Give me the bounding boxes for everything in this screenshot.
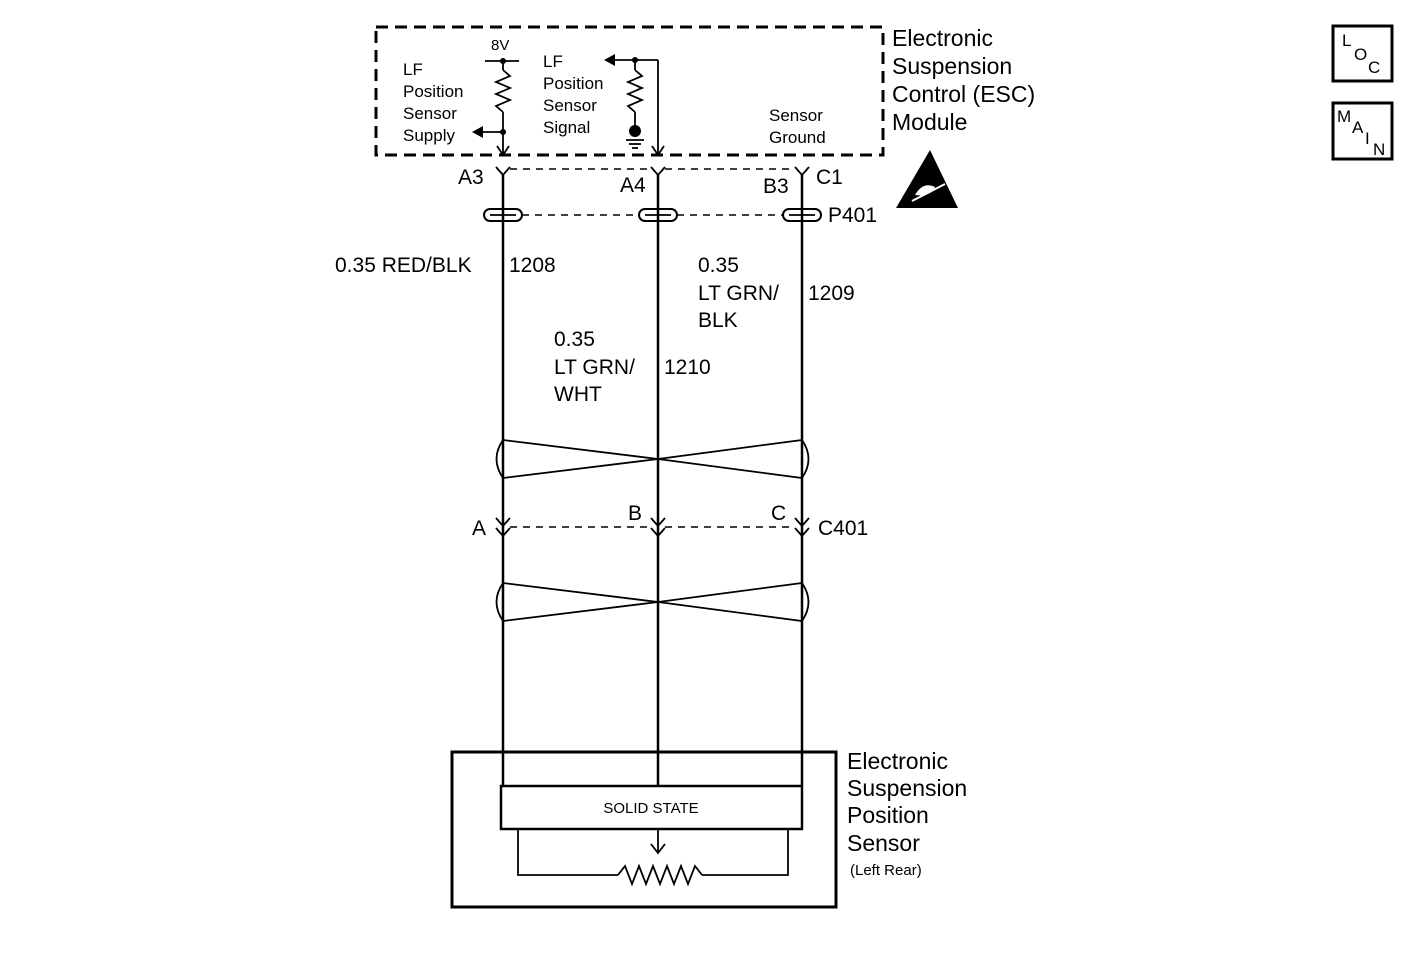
supply-label-line-1: LF	[403, 60, 423, 79]
solid-state-label: SOLID STATE	[603, 800, 698, 817]
sensor-potentiometer	[517, 829, 789, 887]
ground-label-line-2: Ground	[769, 128, 826, 147]
main-letter-2: A	[1352, 118, 1364, 137]
solid-state-block	[499, 784, 804, 831]
wire-1209-line-2: LT GRN/	[698, 282, 779, 305]
esc-module-box	[374, 25, 885, 157]
voltage-label: 8V	[491, 37, 509, 54]
main-letter-4: N	[1373, 140, 1385, 159]
supply-arrow-icon	[472, 126, 483, 138]
sensor-subtitle: (Left Rear)	[850, 862, 922, 879]
esc-title-line-3: Control (ESC)	[892, 81, 1035, 107]
signal-label-line-4: Signal	[543, 118, 590, 137]
sensor-title-line-1: Electronic	[847, 748, 948, 774]
sensor-title-line-2: Suspension	[847, 775, 967, 801]
c401-pin-c-label: C	[771, 502, 786, 525]
potentiometer-resistor-symbol	[617, 863, 703, 887]
supply-label-line-3: Sensor	[403, 104, 457, 123]
esc-module-title: Electronic Suspension Control (ESC) Modu…	[892, 25, 1035, 135]
sensor-title-line-4: Sensor	[847, 830, 920, 856]
wire-1208-circuit: 1208	[509, 254, 556, 277]
pin-b3-label: B3	[763, 175, 789, 198]
esc-title-line-1: Electronic	[892, 25, 993, 51]
pin-a3-label: A3	[458, 166, 484, 189]
signal-arrow-icon	[604, 54, 615, 66]
wiper-arrow-icon	[650, 843, 666, 855]
pin-a4-label: A4	[620, 174, 646, 197]
twisted-pair-lower	[495, 582, 810, 622]
sensor-title-line-3: Position	[847, 802, 929, 828]
position-sensor-box	[450, 750, 838, 909]
loc-button[interactable]: L O C	[1331, 24, 1394, 83]
main-button[interactable]: M A I N	[1331, 101, 1394, 161]
wire-1209-circuit: 1209	[808, 282, 855, 305]
twisted-pair-upper	[495, 439, 810, 479]
loc-letter-1: L	[1342, 31, 1351, 50]
esd-caution-icon	[896, 150, 958, 208]
supply-label: LF Position Sensor Supply	[403, 60, 463, 145]
ground-dot-icon	[629, 125, 641, 137]
signal-circuit	[604, 54, 665, 157]
connector-p401-label: P401	[828, 204, 877, 227]
wire-1208-size-color: 0.35 RED/BLK	[335, 254, 472, 277]
esc-title-line-4: Module	[892, 109, 967, 135]
supply-label-line-4: Supply	[403, 126, 455, 145]
signal-label-line-3: Sensor	[543, 96, 597, 115]
position-sensor-title: Electronic Suspension Position Sensor (L…	[847, 748, 967, 879]
c401-pin-a-label: A	[472, 517, 486, 540]
ground-label: Sensor Ground	[769, 106, 826, 147]
c401-pin-b-label: B	[628, 502, 642, 525]
esc-title-line-2: Suspension	[892, 53, 1012, 79]
supply-label-line-2: Position	[403, 82, 463, 101]
supply-resistor-symbol	[493, 69, 513, 113]
wire-1210-line-1: 0.35	[554, 328, 595, 351]
signal-label-line-2: Position	[543, 74, 603, 93]
wire-1209-line-1: 0.35	[698, 254, 739, 277]
connector-c401-label: C401	[818, 517, 868, 540]
wire-1210-line-2: LT GRN/	[554, 356, 635, 379]
main-letter-3: I	[1365, 129, 1370, 148]
signal-label: LF Position Sensor Signal	[543, 52, 603, 137]
wire-1210-circuit: 1210	[664, 356, 711, 379]
signal-label-line-1: LF	[543, 52, 563, 71]
wire-1210-line-3: WHT	[554, 383, 602, 406]
loc-letter-3: C	[1368, 58, 1380, 77]
loc-letter-2: O	[1354, 45, 1367, 64]
pullup-resistor-symbol	[625, 69, 645, 113]
connector-c401	[495, 517, 810, 538]
main-letter-1: M	[1337, 107, 1351, 126]
pin-c1-label: C1	[816, 166, 843, 189]
supply-circuit: 8V	[472, 37, 519, 157]
wire-1209-line-3: BLK	[698, 309, 738, 332]
connector-p401	[483, 208, 822, 222]
ground-label-line-1: Sensor	[769, 106, 823, 125]
